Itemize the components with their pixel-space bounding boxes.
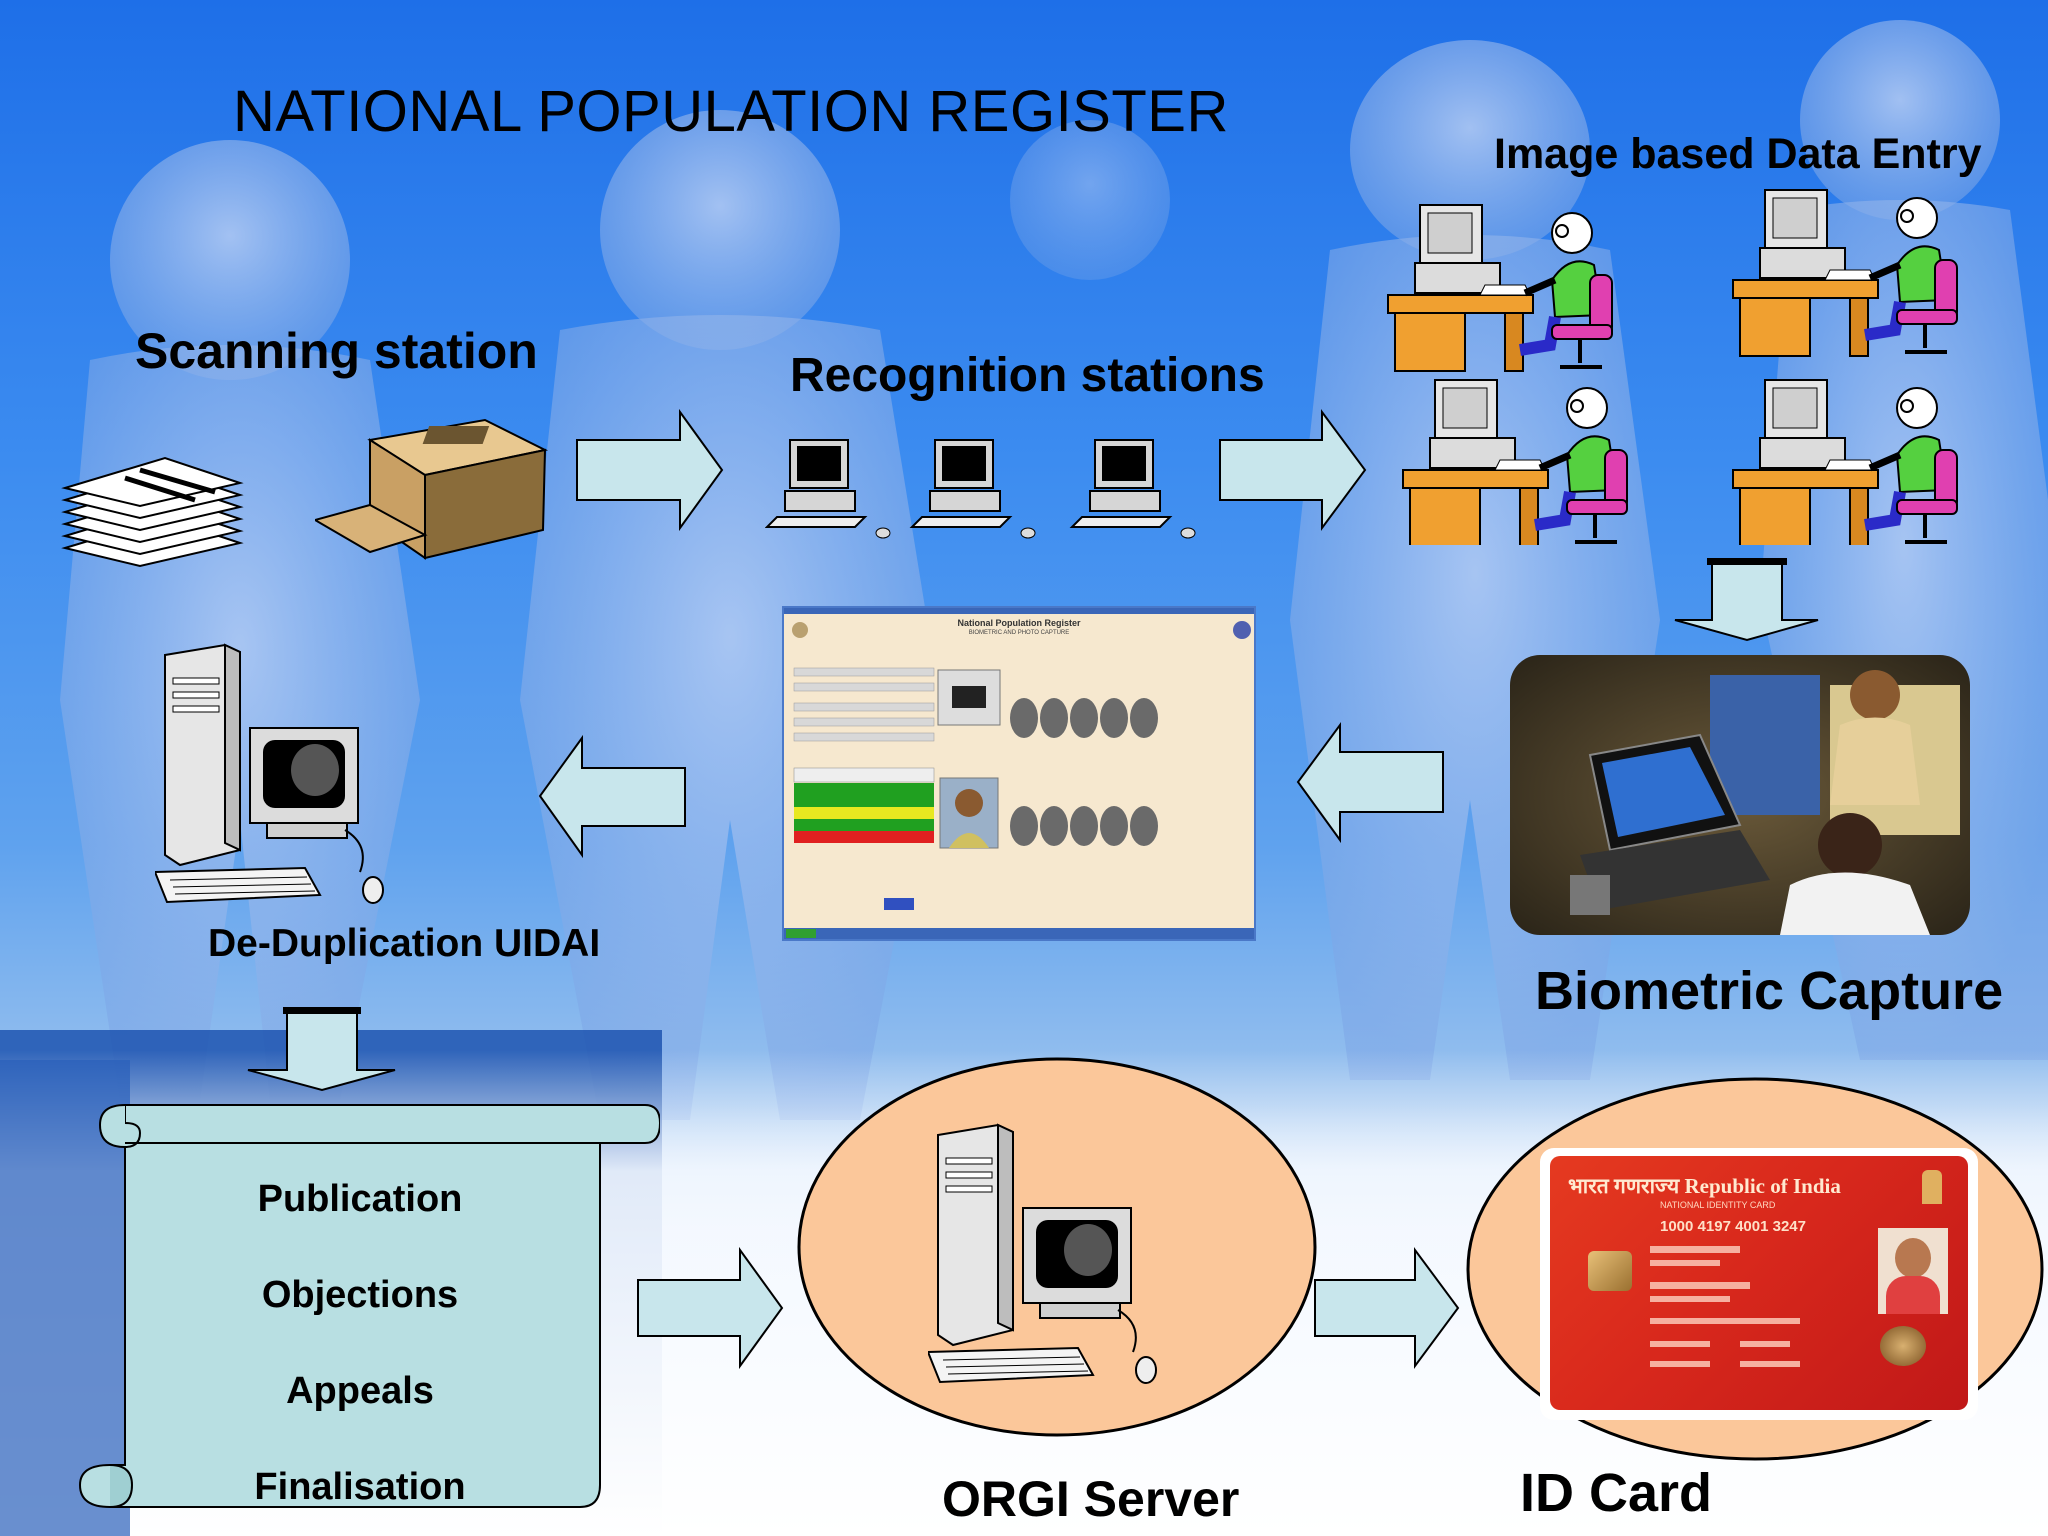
biometric-capture-photo [1510,655,1970,935]
arrow-dedup-to-scroll [247,1009,396,1092]
arrow-recognition-to-entry [1219,408,1367,532]
chip-icon [1588,1251,1632,1291]
screen-heading: National Population Register [957,618,1081,628]
screen-content [784,621,1254,939]
arrow-server-to-idcard [1314,1246,1460,1370]
page-title: NATIONAL POPULATION REGISTER [233,79,1229,144]
arrow-biometric-to-screen [1296,721,1444,844]
data-entry-operators-icon [1387,185,2020,545]
arrow-scan-to-recognition [576,408,724,532]
scroll-item-objections: Objections [261,1274,459,1316]
scroll-item-publication: Publication [257,1178,463,1220]
orgi-server-computer-icon [928,1124,1157,1384]
id-card-face: भारत गणराज्य Republic of India NATIONAL … [1550,1156,1968,1410]
arrow-entry-to-biometric [1674,559,1819,642]
scroll-item-appeals: Appeals [286,1370,434,1412]
id-card-photo [1878,1228,1948,1314]
recognition-computers-icon [765,439,1196,539]
paper-stack-icon [61,456,244,568]
id-card-header: भारत गणराज्य Republic of India [1568,1174,1841,1198]
orgi-server-label: ORGI Server [942,1471,1240,1527]
image-data-entry-label: Image based Data Entry [1494,130,1982,178]
emblem-icon [1922,1170,1942,1204]
npr-software-screen: National Population Register BIOMETRIC A… [782,606,1256,941]
id-card-number: 1000 4197 4001 3247 [1660,1218,1806,1235]
id-card-text-lines [1650,1246,1800,1367]
id-card-label: ID Card [1520,1463,1713,1523]
id-card-subheader: NATIONAL IDENTITY CARD [1660,1200,1776,1210]
biometric-capture-label: Biometric Capture [1535,961,2004,1021]
scanning-station-label: Scanning station [135,323,538,379]
id-card: भारत गणराज्य Republic of India NATIONAL … [1540,1148,1978,1420]
deduplication-label: De-Duplication UIDAI [208,922,601,965]
screen-titlebar [784,608,1254,614]
scanner-icon [315,418,549,560]
recognition-stations-label: Recognition stations [790,349,1265,402]
scroll-item-finalisation: Finalisation [254,1466,466,1508]
hologram-icon [1880,1326,1926,1366]
screen-subheading: BIOMETRIC AND PHOTO CAPTURE [968,630,1070,636]
deduplication-computer-icon [155,643,384,904]
arrow-scroll-to-server [637,1246,784,1370]
process-scroll [78,1104,660,1508]
arrow-screen-to-dedup [538,734,686,859]
